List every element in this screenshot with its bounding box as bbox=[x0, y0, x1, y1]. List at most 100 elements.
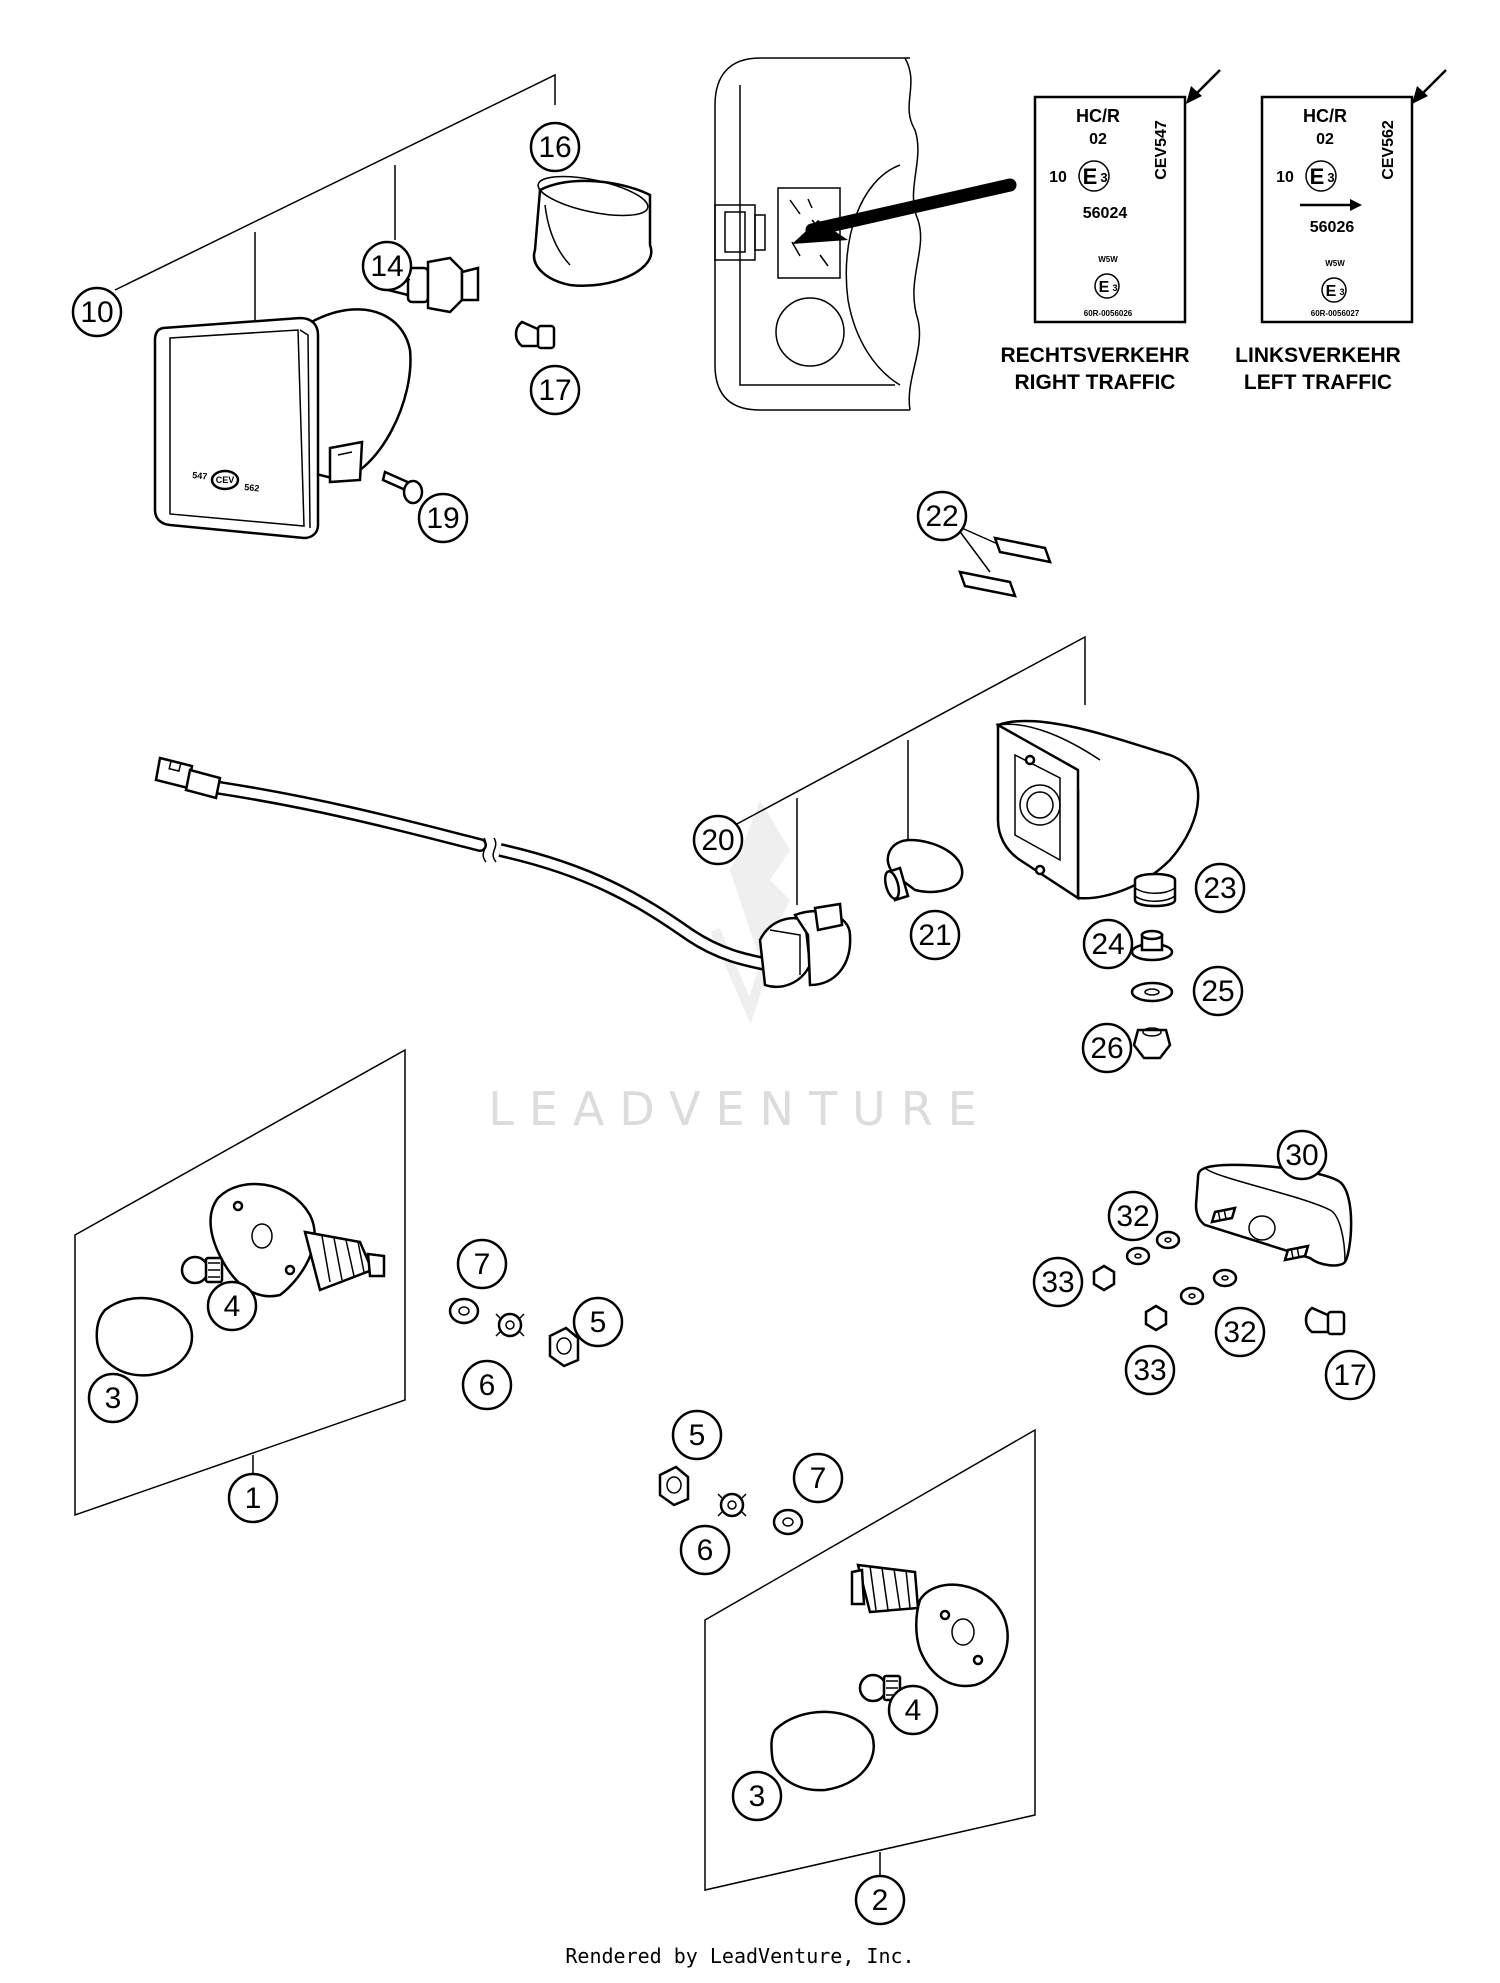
spacer-24 bbox=[1130, 929, 1174, 962]
indicator-left-bulb bbox=[180, 1255, 224, 1285]
callout-1: 1 bbox=[227, 1472, 279, 1524]
headlight-mark-562: 562 bbox=[244, 482, 260, 494]
indicator-right-lens bbox=[770, 1710, 875, 1792]
callout-19: 19 bbox=[417, 492, 469, 544]
parking-bulb-top bbox=[514, 320, 556, 350]
callout-10: 10 bbox=[71, 286, 123, 338]
svg-text:33: 33 bbox=[1041, 1266, 1074, 1299]
svg-text:21: 21 bbox=[918, 919, 951, 952]
svg-text:2: 2 bbox=[872, 1884, 889, 1917]
svg-text:E: E bbox=[1310, 164, 1325, 189]
svg-text:5: 5 bbox=[689, 1419, 706, 1452]
washer-25 bbox=[1130, 981, 1174, 1003]
adjusting-screw bbox=[381, 470, 424, 505]
reflector-pads bbox=[954, 524, 1052, 598]
callout-30: 30 bbox=[1276, 1129, 1328, 1181]
svg-text:E: E bbox=[1326, 283, 1337, 300]
headlight-mark-547: 547 bbox=[192, 470, 208, 482]
callout-5-top: 5 bbox=[572, 1296, 624, 1348]
indicator-left-lens bbox=[95, 1296, 194, 1377]
callout-3-right: 3 bbox=[731, 1770, 783, 1822]
label-right-traffic: HC/R 02 CEV547 10 E 3 56024 W5W E 3 60R-… bbox=[1033, 69, 1221, 324]
svg-text:3: 3 bbox=[749, 1780, 766, 1813]
svg-text:23: 23 bbox=[1203, 872, 1236, 905]
svg-text:24: 24 bbox=[1091, 928, 1124, 961]
svg-text:CEV562: CEV562 bbox=[1380, 120, 1397, 180]
callout-17-top: 17 bbox=[529, 364, 581, 416]
callout-24: 24 bbox=[1082, 918, 1134, 970]
callout-2: 2 bbox=[854, 1874, 906, 1926]
callout-14: 14 bbox=[361, 240, 413, 292]
washers-32-upper bbox=[1125, 1230, 1181, 1266]
svg-text:4: 4 bbox=[905, 1694, 922, 1727]
callout-25: 25 bbox=[1192, 965, 1244, 1017]
svg-text:56024: 56024 bbox=[1083, 205, 1128, 222]
svg-text:56026: 56026 bbox=[1310, 219, 1355, 236]
svg-text:5: 5 bbox=[590, 1306, 607, 1339]
svg-text:3: 3 bbox=[105, 1382, 122, 1415]
label-left-traffic: HC/R 02 CEV562 10 E 3 56026 W5W E 3 60R-… bbox=[1260, 69, 1447, 324]
svg-text:7: 7 bbox=[810, 1462, 827, 1495]
svg-text:16: 16 bbox=[538, 131, 571, 164]
indicator-right-kit bbox=[704, 1428, 1036, 1891]
callout-20: 20 bbox=[692, 814, 744, 866]
callout-17-bottom: 17 bbox=[1324, 1349, 1376, 1401]
license-plate-light bbox=[1194, 1163, 1353, 1267]
svg-text:19: 19 bbox=[426, 502, 459, 535]
svg-text:02: 02 bbox=[1316, 131, 1334, 148]
svg-text:02: 02 bbox=[1089, 131, 1107, 148]
svg-text:W5W: W5W bbox=[1098, 255, 1118, 264]
svg-text:3: 3 bbox=[1339, 287, 1344, 297]
svg-text:E: E bbox=[1083, 164, 1098, 189]
svg-text:30: 30 bbox=[1285, 1139, 1318, 1172]
callout-26: 26 bbox=[1081, 1022, 1133, 1074]
footer-credit: Rendered by LeadVenture, Inc. bbox=[565, 1944, 914, 1968]
callout-32-upper: 32 bbox=[1107, 1190, 1159, 1242]
callout-7-bottom: 7 bbox=[792, 1452, 844, 1504]
lock-washer-6-top bbox=[495, 1312, 525, 1338]
nut-5-bottom bbox=[658, 1465, 690, 1507]
svg-text:1: 1 bbox=[245, 1482, 262, 1515]
callout-33-lower: 33 bbox=[1124, 1344, 1176, 1396]
svg-text:10: 10 bbox=[80, 296, 113, 329]
watermark-text: LEADVENTURE bbox=[488, 1082, 992, 1136]
caption-left-traffic: LEFT TRAFFIC bbox=[1244, 371, 1392, 394]
grommet-23 bbox=[1133, 872, 1177, 908]
callout-32-lower: 32 bbox=[1214, 1306, 1266, 1358]
tail-light-socket bbox=[758, 902, 852, 989]
svg-text:32: 32 bbox=[1223, 1316, 1256, 1349]
svg-text:HC/R: HC/R bbox=[1303, 106, 1347, 126]
nut-33-lower bbox=[1144, 1304, 1168, 1332]
leader-lines-taillight bbox=[734, 635, 1086, 905]
callout-16: 16 bbox=[529, 121, 581, 173]
nut-33-upper bbox=[1092, 1264, 1116, 1292]
tail-light-cable bbox=[154, 756, 772, 972]
callout-4-left: 4 bbox=[206, 1280, 258, 1332]
svg-text:26: 26 bbox=[1090, 1032, 1123, 1065]
caption-rechtsverkehr: RECHTSVERKEHR bbox=[1000, 344, 1189, 367]
callout-21: 21 bbox=[909, 909, 961, 961]
svg-text:CEV547: CEV547 bbox=[1153, 120, 1170, 180]
washer-7-top bbox=[448, 1297, 480, 1325]
tail-light-bulb bbox=[883, 838, 964, 902]
svg-text:6: 6 bbox=[697, 1534, 714, 1567]
headlight-trim-ring bbox=[532, 175, 653, 287]
svg-text:32: 32 bbox=[1116, 1200, 1149, 1233]
callout-5-bottom: 5 bbox=[671, 1409, 723, 1461]
washers-32-lower bbox=[1179, 1268, 1238, 1306]
callout-6-bottom: 6 bbox=[679, 1524, 731, 1576]
svg-text:3: 3 bbox=[1112, 283, 1117, 293]
caption-linksverkehr: LINKSVERKEHR bbox=[1235, 344, 1401, 367]
svg-text:25: 25 bbox=[1201, 975, 1234, 1008]
svg-text:17: 17 bbox=[538, 374, 571, 407]
callout-23: 23 bbox=[1194, 862, 1246, 914]
nut-5-top bbox=[548, 1326, 580, 1368]
caption-right-traffic: RIGHT TRAFFIC bbox=[1015, 371, 1176, 394]
headlight-label-inset bbox=[714, 57, 1017, 411]
svg-text:10: 10 bbox=[1049, 169, 1067, 186]
svg-text:W5W: W5W bbox=[1325, 259, 1345, 268]
svg-text:17: 17 bbox=[1333, 1359, 1366, 1392]
indicator-left-kit bbox=[74, 1048, 406, 1517]
callout-6-top: 6 bbox=[461, 1359, 513, 1411]
